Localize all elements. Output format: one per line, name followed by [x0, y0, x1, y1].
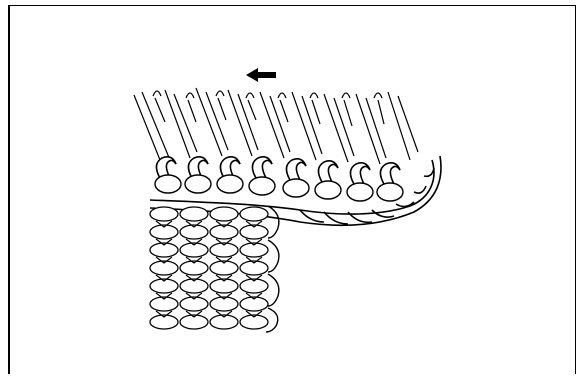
direction-arrow-icon [246, 68, 276, 82]
knitted-fabric [150, 207, 268, 329]
needles [134, 88, 418, 165]
cast-on-row [155, 175, 403, 201]
needle-hooks [153, 91, 382, 98]
